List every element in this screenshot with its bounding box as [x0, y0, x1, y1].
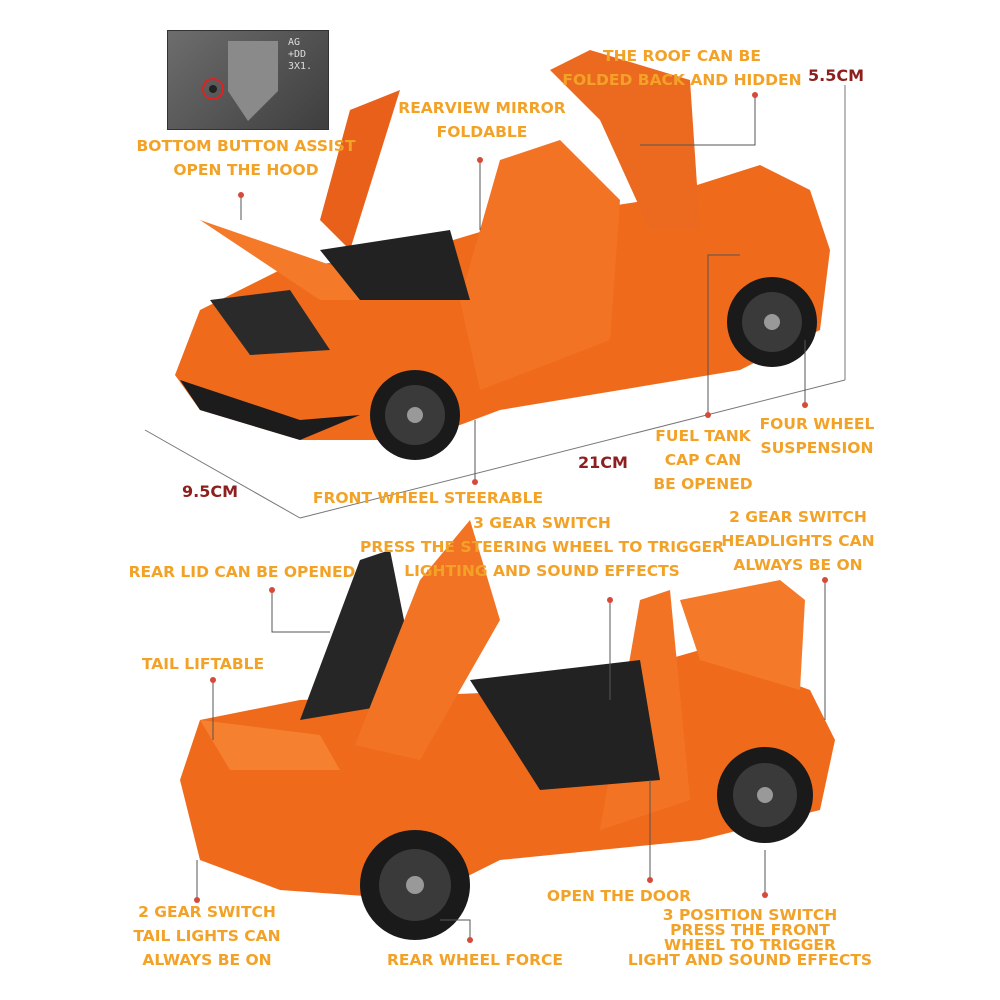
length-dimension: 21CM [578, 453, 628, 472]
label-door: OPEN THE DOOR [546, 887, 692, 905]
label-tail: TAIL LIFTABLE [141, 655, 265, 673]
height-dimension: 5.5CM [807, 66, 865, 85]
label-steer: FRONT WHEEL STEERABLE [312, 489, 544, 507]
inset-text: AG +DD 3X1. [288, 37, 313, 72]
leader-lines [196, 95, 826, 940]
label-rear-lid: REAR LID CAN BE OPENED [128, 563, 356, 581]
label-rear-wheel: REAR WHEEL FORCE [386, 951, 564, 969]
leader-dots [194, 92, 828, 943]
dimension-lines [144, 85, 846, 519]
hood-button-inset: AG +DD 3X1. [167, 30, 329, 130]
top-car [175, 50, 830, 460]
bottom-car [180, 520, 835, 940]
width-dimension: 9.5CM [181, 482, 239, 501]
